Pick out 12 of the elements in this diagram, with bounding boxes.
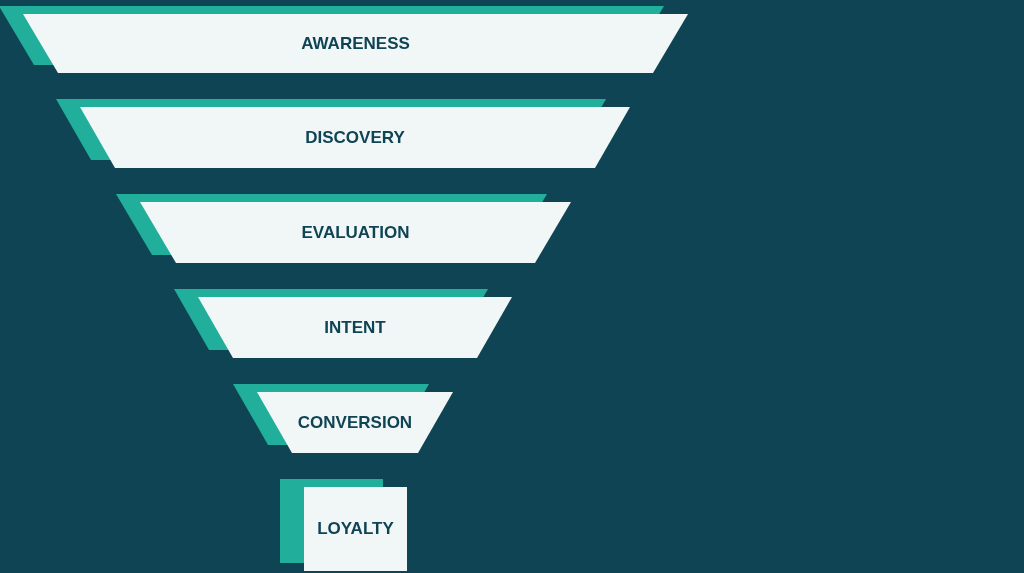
- stage-label: AWARENESS: [301, 32, 410, 55]
- funnel-stage: [56, 99, 630, 168]
- funnel-stage: [116, 194, 571, 263]
- funnel-stage: [174, 289, 512, 358]
- stage-label: CONVERSION: [297, 411, 413, 434]
- funnel-stage: [233, 384, 453, 453]
- stage-label: EVALUATION: [301, 221, 410, 244]
- stage-label: LOYALTY: [317, 518, 394, 540]
- funnel-stage: [280, 479, 407, 571]
- stage-label: INTENT: [324, 316, 386, 339]
- funnel-stage: [0, 6, 688, 73]
- stage-label: DISCOVERY: [305, 126, 405, 149]
